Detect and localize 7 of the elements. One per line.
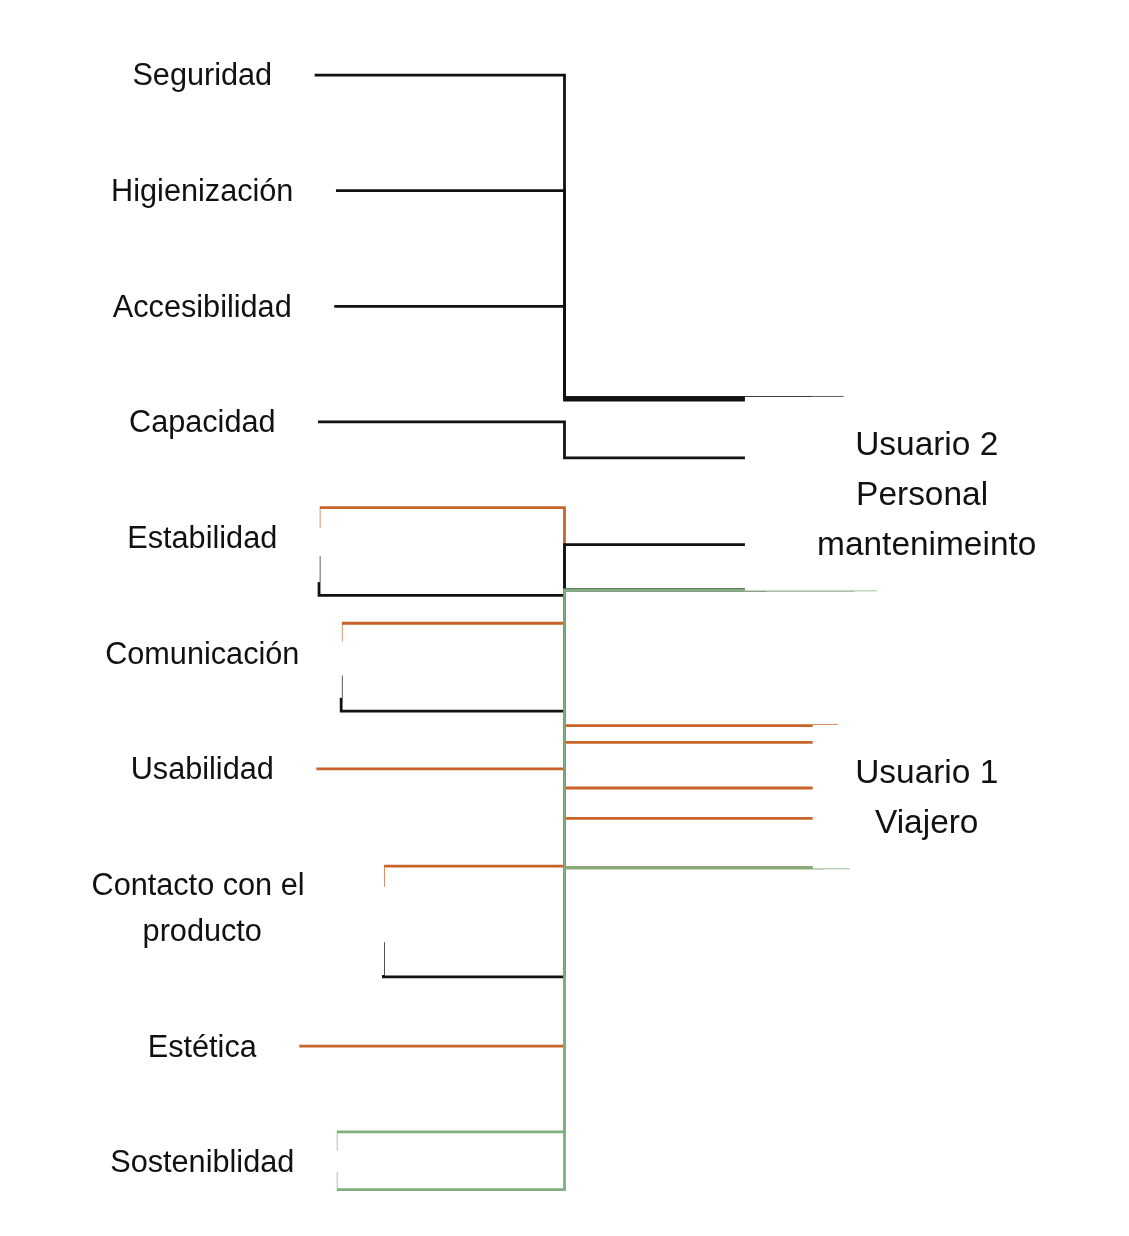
node-text: Usabilidad [130, 751, 274, 786]
node-text: Estética [147, 1028, 257, 1064]
connector [317, 542, 746, 597]
node-text: Seguridad [132, 57, 273, 93]
node-text: Capacidad [128, 404, 276, 439]
node-text: Accesibilidad [112, 288, 292, 324]
node-text: Higienización [111, 172, 294, 208]
